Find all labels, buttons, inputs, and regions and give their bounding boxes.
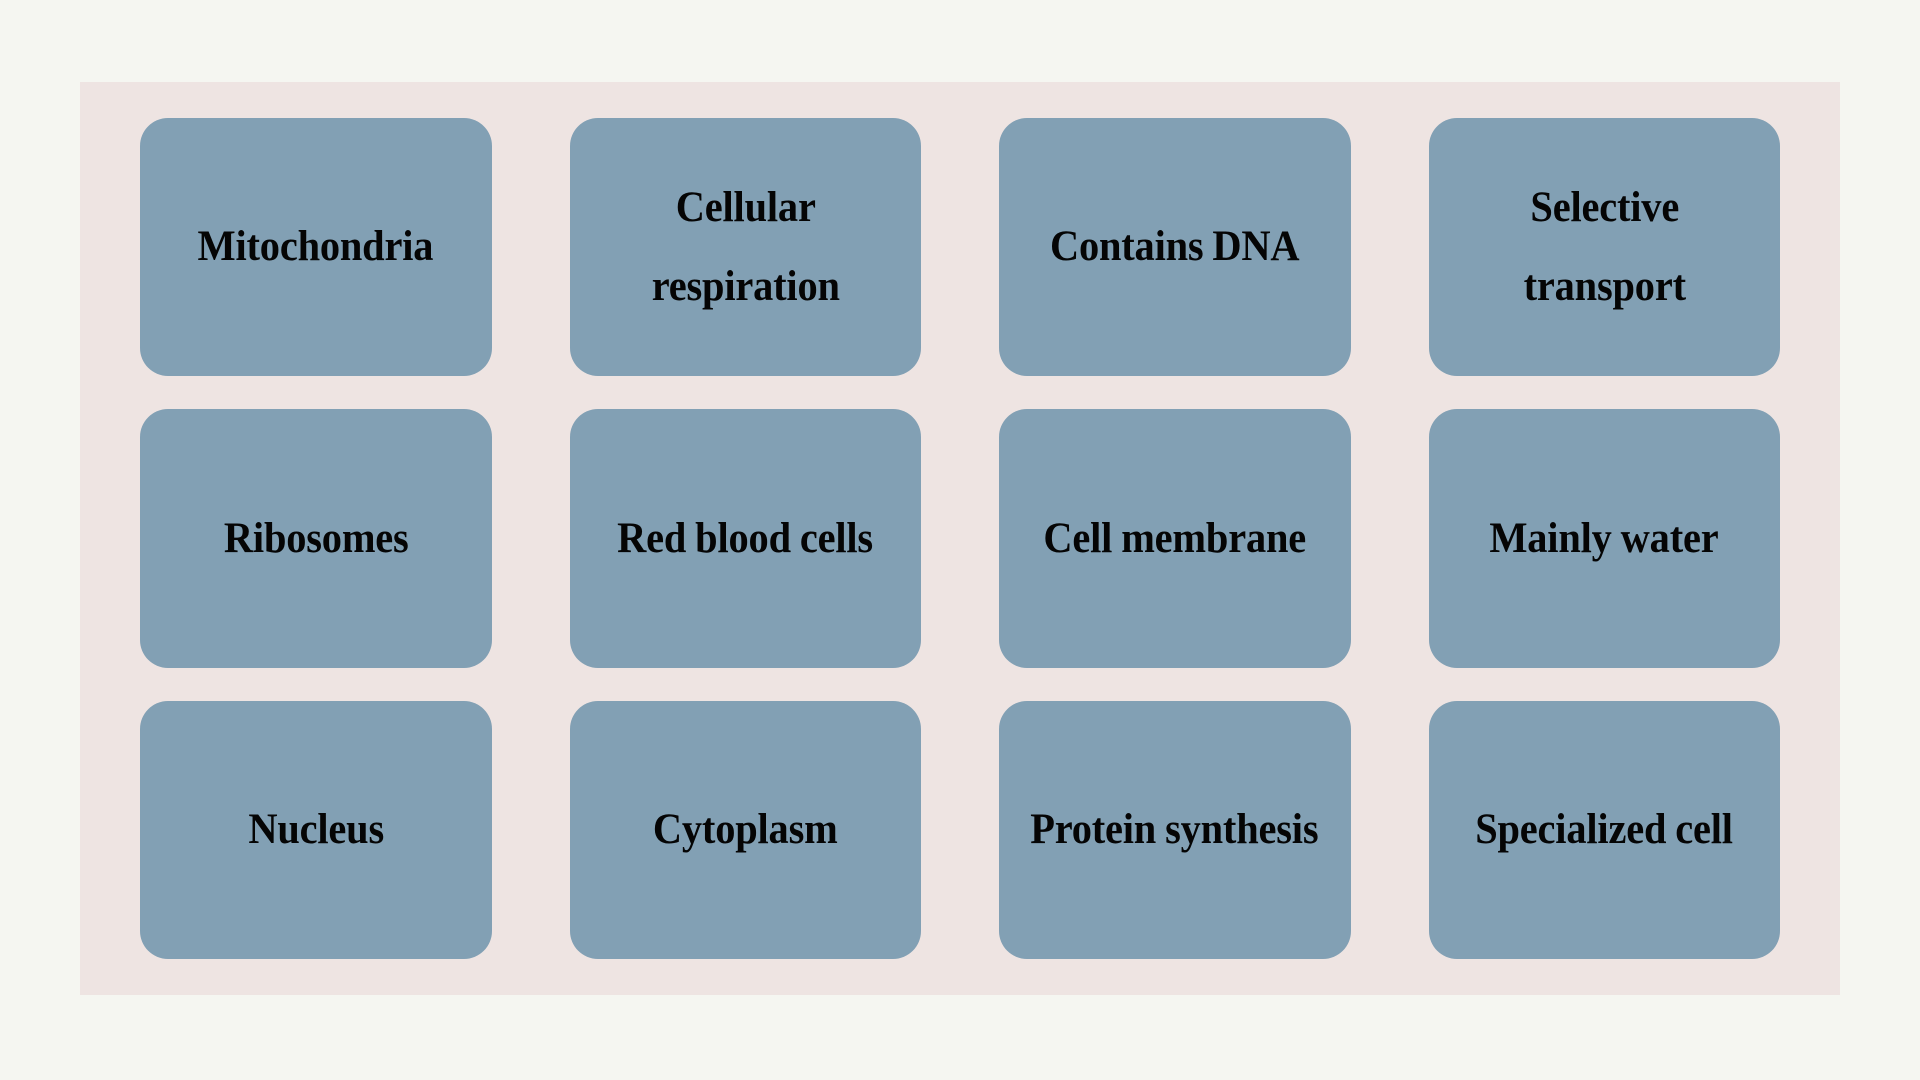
card-tile-mitochondria[interactable]: Mitochondria [140, 118, 492, 377]
card-tile-protein-synthesis[interactable]: Protein synthesis [999, 700, 1351, 959]
card-tile-nucleus[interactable]: Nucleus [140, 700, 492, 959]
card-board: Mitochondria Cellular respiration Contai… [80, 82, 1840, 995]
card-tile-red-blood-cells[interactable]: Red blood cells [569, 409, 921, 668]
card-tile-specialized-cell[interactable]: Specialized cell [1428, 700, 1780, 959]
card-grid: Mitochondria Cellular respiration Contai… [140, 118, 1780, 959]
card-tile-label: Ribosomes [223, 514, 409, 562]
card-tile-label: Cellular respiration [651, 183, 840, 311]
card-tile-cellular-respiration[interactable]: Cellular respiration [569, 118, 921, 377]
card-tile-label: Mainly water [1489, 514, 1719, 562]
card-tile-label: Contains DNA [1050, 223, 1300, 271]
card-tile-label: Mitochondria [197, 223, 434, 271]
card-tile-label: Nucleus [247, 806, 384, 854]
card-tile-label: Red blood cells [617, 514, 874, 562]
card-tile-label: Cytoplasm [652, 806, 838, 854]
card-tile-label: Specialized cell [1475, 806, 1734, 854]
card-tile-selective-transport[interactable]: Selective transport [1428, 118, 1780, 377]
card-tile-label: Selective transport [1523, 183, 1686, 311]
card-tile-contains-dna[interactable]: Contains DNA [999, 118, 1351, 377]
card-tile-label: Cell membrane [1043, 514, 1307, 562]
card-tile-cytoplasm[interactable]: Cytoplasm [569, 700, 921, 959]
card-tile-mainly-water[interactable]: Mainly water [1428, 409, 1780, 668]
card-tile-label: Protein synthesis [1030, 806, 1319, 854]
card-tile-ribosomes[interactable]: Ribosomes [140, 409, 492, 668]
card-tile-cell-membrane[interactable]: Cell membrane [999, 409, 1351, 668]
